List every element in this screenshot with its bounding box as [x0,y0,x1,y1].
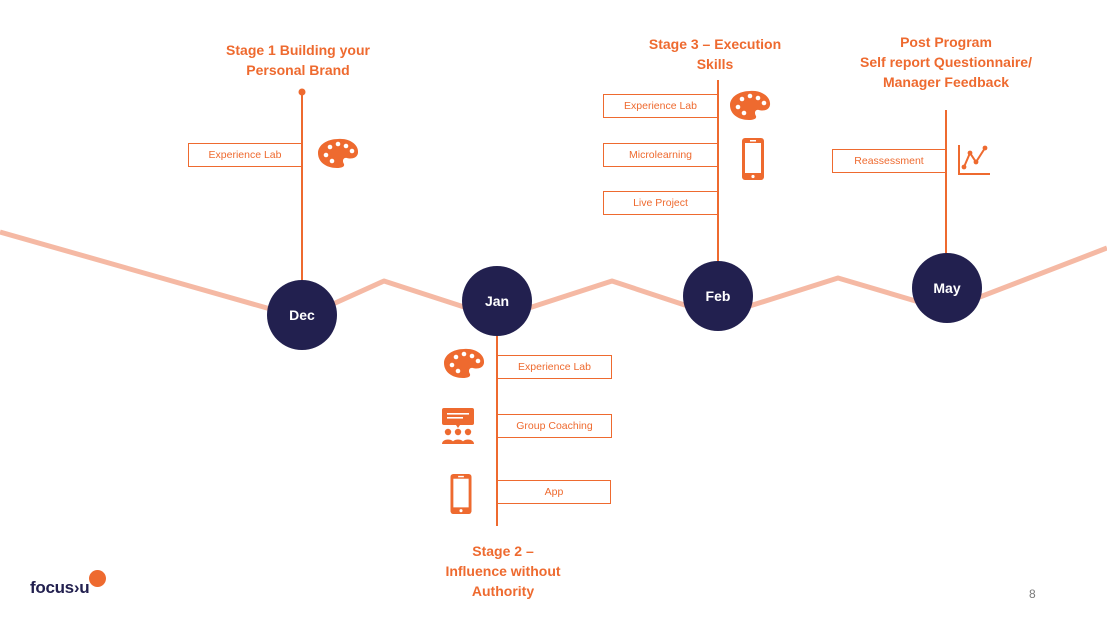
may-connector-line [945,110,947,256]
jan-connector-line [496,336,498,526]
month-may: May [912,253,982,323]
stage2-title-line3: Authority [471,583,535,599]
dec-experience-lab-box: Experience Lab [188,143,302,167]
dec-connector-line [301,92,303,282]
post-program-title: Post Program Self report Questionnaire/ … [836,32,1056,92]
stage2-title-line1: Stage 2 – [472,543,534,559]
palette-icon [730,90,771,120]
may-reassessment-box: Reassessment [832,149,946,173]
month-jan: Jan [462,266,532,336]
stage1-title: Stage 1 Building your Personal Brand [198,40,398,80]
page-number: 8 [1029,587,1036,601]
post-program-title-line3: Manager Feedback [882,74,1010,90]
post-program-title-line1: Post Program [900,34,992,50]
stage1-title-line1: Stage 1 Building your [226,42,370,58]
feb-connector-line [717,80,719,262]
feb-microlearning-box: Microlearning [603,143,718,167]
logo-badge [89,570,106,587]
smartphone-icon [450,473,472,515]
month-dec: Dec [267,280,337,350]
stage2-title-line2: Influence without [445,563,561,579]
palette-icon [444,348,485,378]
stage1-title-line2: Personal Brand [246,62,350,78]
feb-live-project-box: Live Project [603,191,718,215]
group-coaching-icon [442,408,474,444]
line-chart-icon [958,145,990,175]
stage3-title-line1: Stage 3 – Execution [648,36,782,52]
focusu-logo: focus›u [30,578,90,597]
post-program-title-line2: Self report Questionnaire/ [860,54,1032,70]
jan-app-box: App [497,480,611,504]
palette-icon [318,138,359,168]
jan-experience-lab-box: Experience Lab [497,355,612,379]
jan-group-coaching-box: Group Coaching [497,414,612,438]
smartphone-icon [742,138,764,180]
feb-experience-lab-box: Experience Lab [603,94,718,118]
stage2-title: Stage 2 – Influence without Authority [403,541,603,601]
stage3-title: Stage 3 – Execution Skills [615,34,815,74]
stage3-title-line2: Skills [696,56,734,72]
month-feb: Feb [683,261,753,331]
